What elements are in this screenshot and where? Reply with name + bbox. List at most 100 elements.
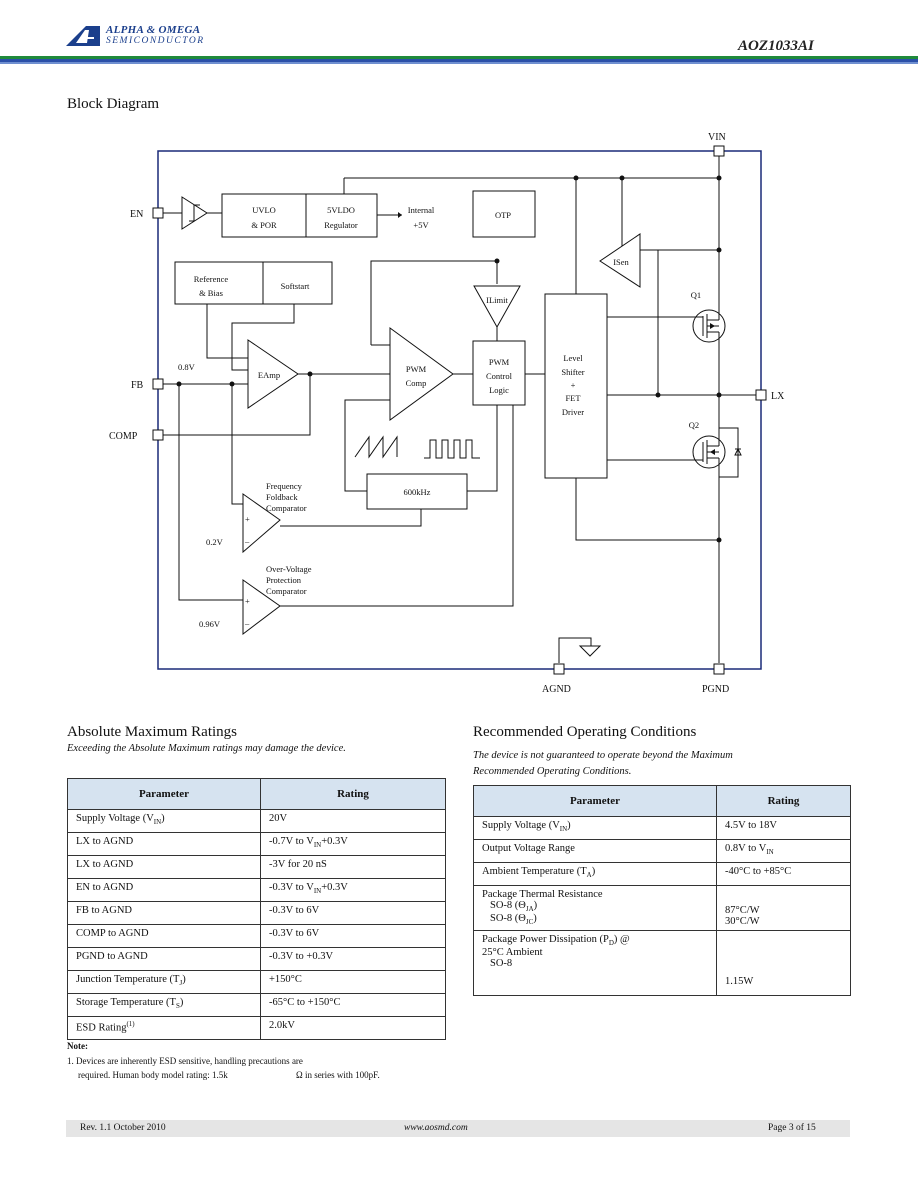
ov-comp-minus: – <box>244 618 250 628</box>
pwm-logic-label-2: Control <box>486 371 513 381</box>
row-param: EN to AGND <box>67 878 261 902</box>
row-param-end: ) <box>161 813 165 824</box>
footer-bar <box>66 1120 850 1137</box>
level-shifter-label-2: Shifter <box>561 367 584 377</box>
ovp-label-1: Over-Voltage <box>266 564 312 574</box>
abs-max-title: Absolute Maximum Ratings <box>67 724 237 740</box>
q2-label: Q2 <box>689 420 699 430</box>
abs-max-subtitle: Exceeding the Absolute Maximum ratings m… <box>67 743 346 754</box>
row-rating: -0.3V to 6V <box>260 901 446 925</box>
pin-label-pgnd: PGND <box>702 684 729 695</box>
row-rating: 4.5V to 18V <box>716 816 851 840</box>
row-param-sub: JC <box>525 918 534 927</box>
block-diagram: VIN EN FB COMP LX AGND PGND UVLO & POR 5… <box>109 132 785 695</box>
table-row: COMP to AGND -0.3V to 6V <box>67 924 446 948</box>
freq-foldback-label-2: Foldback <box>266 492 298 502</box>
table-row: Supply Voltage (VIN) 20V <box>67 809 446 833</box>
row-param-sub-line: SO-8 ( <box>490 900 519 911</box>
table-row: LX to AGND -0.7V to VIN+0.3V <box>67 832 446 856</box>
uvlo-label-2: & POR <box>251 220 277 230</box>
footer-url[interactable]: www.aosmd.com <box>404 1123 468 1133</box>
row-rating-end: +0.3V <box>321 836 348 847</box>
row-param: Package Power Dissipation (P <box>482 934 609 945</box>
company-subtitle: SEMICONDUCTOR <box>106 36 205 46</box>
reference-label-2: & Bias <box>199 288 223 298</box>
freq-foldback-label-3: Comparator <box>266 503 307 513</box>
pin-label-agnd: AGND <box>542 684 571 695</box>
row-param-end: ) <box>179 997 184 1008</box>
row-rating: 0.8V to V <box>725 843 767 854</box>
ref-0p2v-label: 0.2V <box>206 537 224 547</box>
row-rating: 2.0kV <box>260 1016 446 1040</box>
row-param: Supply Voltage (V <box>76 813 154 824</box>
rec-op-header-param: Parameter <box>473 785 717 817</box>
row-param-end: ) <box>533 913 537 925</box>
header-color-bars <box>0 56 918 64</box>
row-rating-sub: IN <box>766 848 774 857</box>
abs-max-note-3: Ω in series with 100pF. <box>296 1070 380 1080</box>
table-row: EN to AGND -0.3V to VIN+0.3V <box>67 878 446 902</box>
row-param-line-3: SO-8 <box>490 958 513 970</box>
row-param-end: ) <box>182 974 186 985</box>
row-param: FB to AGND <box>67 901 261 925</box>
eamp-label: EAmp <box>258 370 280 380</box>
row-rating: -3V for 20 nS <box>260 855 446 879</box>
table-row: PGND to AGND -0.3V to +0.3V <box>67 947 446 971</box>
abs-max-note-2: required. Human body model rating: 1.5k <box>78 1070 228 1080</box>
rec-op-title: Recommended Operating Conditions <box>473 724 697 740</box>
row-rating: 20V <box>260 809 446 833</box>
row-rating-sub: IN <box>313 887 322 896</box>
q1-label: Q1 <box>691 290 701 300</box>
table-row: Ambient Temperature (TA) -40°C to +85°C <box>473 862 851 886</box>
company-name: ALPHA & OMEGA <box>106 24 201 36</box>
table-row: Storage Temperature (TS) -65°C to +150°C <box>67 993 446 1017</box>
row-param-sub: D <box>608 939 614 948</box>
block-diagram-title: Block Diagram <box>67 96 160 112</box>
table-row: Junction Temperature (TJ) +150°C <box>67 970 446 994</box>
theta-symbol: Θ <box>518 900 526 911</box>
row-param: LX to AGND <box>67 832 261 856</box>
row-param: Ambient Temperature (T <box>482 866 587 877</box>
abs-max-header-param: Parameter <box>67 778 261 810</box>
pin-label-comp: COMP <box>109 431 138 442</box>
part-number: AOZ1033AI <box>738 38 814 54</box>
row-param-sub: J <box>179 979 183 988</box>
row-param-sub-line: SO-8 ( <box>490 913 519 925</box>
freq-comp-minus: – <box>244 536 250 546</box>
row-rating: 1.15W <box>716 930 851 996</box>
row-param-end: ) <box>533 900 538 911</box>
pwm-comp-label-2: Comp <box>406 378 427 388</box>
row-param: Supply Voltage (V <box>482 820 560 831</box>
row-param: Package Thermal Resistance <box>482 889 603 900</box>
abs-max-table: Parameter Rating Supply Voltage (VIN) 20… <box>67 778 446 1040</box>
abs-max-header-rating: Rating <box>260 778 446 810</box>
row-param-sup: (1) <box>126 1020 135 1028</box>
uvlo-label-1: UVLO <box>252 205 276 215</box>
ovp-label-3: Comparator <box>266 586 307 596</box>
softstart-label: Softstart <box>281 281 310 291</box>
row-rating: -65°C to +150°C <box>260 993 446 1017</box>
row-rating-sub: IN <box>313 841 322 850</box>
pwm-logic-label-3: Logic <box>489 385 509 395</box>
row-param: LX to AGND <box>67 855 261 879</box>
rec-op-subtitle: The device is not guaranteed to operate … <box>473 750 733 777</box>
footer-page: Page 3 of 15 <box>768 1123 816 1133</box>
pwm-comp-label-1: PWM <box>406 364 427 374</box>
row-param: Output Voltage Range <box>473 839 717 863</box>
theta-symbol: Θ <box>518 913 526 925</box>
company-logo-icon <box>66 26 100 46</box>
table-row: ESD Rating(1) 2.0kV <box>67 1016 446 1040</box>
rec-op-header-rating: Rating <box>716 785 851 817</box>
abs-max-note-1: 1. Devices are inherently ESD sensitive,… <box>67 1056 303 1066</box>
abs-max-note-label: Note: <box>67 1041 88 1051</box>
level-shifter-label-1: Level <box>563 353 583 363</box>
row-rating-end: +0.3V <box>321 882 348 893</box>
row-param: ESD Rating <box>76 1022 127 1034</box>
row-param-line-2: 25°C Ambient <box>482 947 543 959</box>
table-row: Package Power Dissipation (PD) @ 25°C Am… <box>473 930 851 996</box>
internal-label-2: +5V <box>413 220 429 230</box>
row-rating: -0.7V to V <box>269 836 314 847</box>
ilimit-label: ILimit <box>486 295 508 305</box>
ovp-label-2: Protection <box>266 575 302 585</box>
pwm-logic-label-1: PWM <box>489 357 510 367</box>
